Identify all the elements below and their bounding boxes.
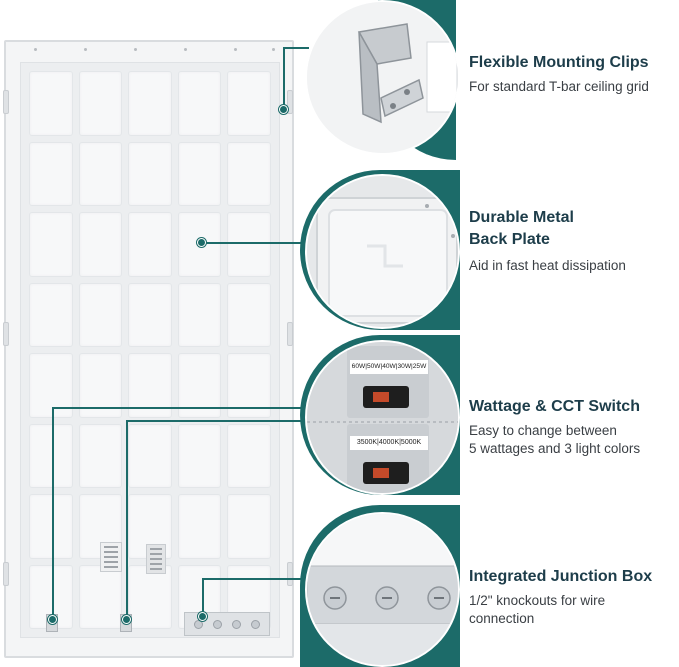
- feature-description: Easy to change between 5 wattages and 3 …: [469, 423, 641, 456]
- feature-title: Durable Metal Back Plate: [469, 209, 574, 248]
- feature-description: Aid in fast heat dissipation: [469, 258, 626, 273]
- feature-junction-box: Integrated Junction Box 1/2" knockouts f…: [469, 566, 652, 628]
- callout-dot-cct: [122, 615, 131, 624]
- feature-title: Wattage & CCT Switch: [469, 398, 640, 415]
- callout-line-backplate: [202, 242, 308, 244]
- cct-switch-label: 3500K|4000K|5000K: [350, 436, 428, 450]
- callout-dot-wattage: [48, 615, 57, 624]
- feature-title: Flexible Mounting Clips: [469, 54, 649, 71]
- detail-circle-mounting-clips: [305, 0, 460, 155]
- rivet: [272, 48, 275, 51]
- side-clip-tab: [3, 322, 9, 346]
- feature-description: For standard T-bar ceiling grid: [469, 79, 649, 94]
- side-clip-tab: [3, 562, 9, 586]
- callout-line-switch2: [126, 420, 128, 619]
- mounting-clip-icon: [307, 2, 458, 153]
- led-panel-back-view: [3, 40, 294, 658]
- feature-mounting-clips: Flexible Mounting Clips For standard T-b…: [469, 52, 649, 96]
- knockout-hole: [194, 619, 203, 629]
- junction-box: [184, 612, 270, 636]
- callout-line-switch2: [126, 420, 308, 422]
- rivet: [34, 48, 37, 51]
- junction-box-knockout-icon: [307, 514, 458, 665]
- detail-circle-junction-box: [305, 512, 460, 667]
- callout-dot-clips: [279, 105, 288, 114]
- callout-line-jbox: [202, 578, 204, 616]
- detail-circle-back-plate: [305, 174, 460, 329]
- back-plate-corner-icon: [307, 176, 458, 327]
- knockout-hole: [251, 619, 260, 629]
- knockout-hole: [213, 619, 222, 629]
- wattage-switch-label: 60W|50W|40W|30W|25W: [350, 360, 428, 374]
- panel-back-plate-grid: [20, 62, 280, 638]
- rating-label-sticker: [146, 544, 166, 574]
- feature-description: 1/2" knockouts for wire connection: [469, 593, 606, 626]
- knockout-hole: [232, 619, 241, 629]
- rivet: [134, 48, 137, 51]
- callout-dot-jbox: [198, 612, 207, 621]
- side-clip-tab: [287, 322, 293, 346]
- side-clip-tab: [287, 90, 293, 114]
- side-clip-tab: [3, 90, 9, 114]
- callout-line-switch: [52, 407, 308, 409]
- detail-circle-switches: 60W|50W|40W|30W|25W 3500K|4000K|5000K: [305, 340, 460, 495]
- callout-line-clips: [283, 47, 285, 109]
- callout-line-switch: [52, 407, 54, 619]
- rivet: [84, 48, 87, 51]
- product-label-sticker: [100, 542, 122, 572]
- rivet: [234, 48, 237, 51]
- rivet: [184, 48, 187, 51]
- callout-dot-backplate: [197, 238, 206, 247]
- feature-wattage-cct-switch: Wattage & CCT Switch Easy to change betw…: [469, 396, 640, 458]
- callout-line-jbox: [202, 578, 308, 580]
- feature-title: Integrated Junction Box: [469, 568, 653, 585]
- side-clip-tab: [287, 562, 293, 586]
- callout-line-clips: [283, 47, 309, 49]
- feature-back-plate: Durable Metal Back Plate Aid in fast hea…: [469, 207, 626, 275]
